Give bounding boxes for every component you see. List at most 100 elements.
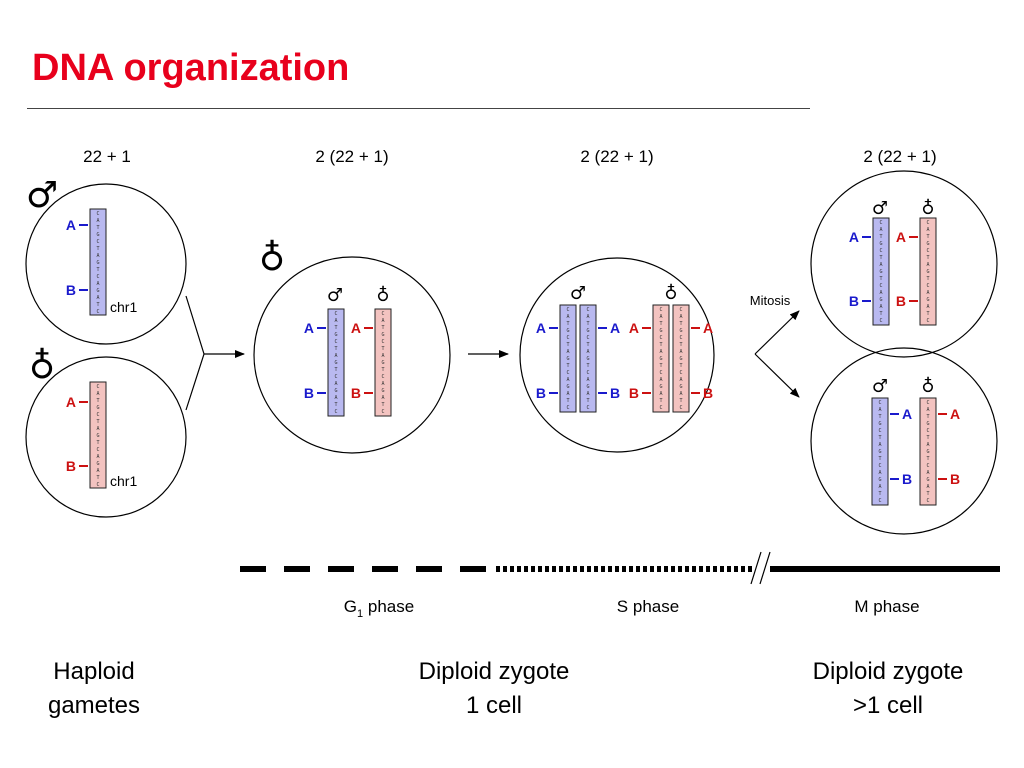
gene-b-label: B — [849, 293, 859, 309]
strand-base-letter: C — [566, 307, 569, 313]
paternal-chromosome — [327, 308, 345, 417]
g1-phase-label: G1 phase — [344, 597, 414, 620]
strand-base-letter: G — [96, 232, 99, 238]
strand-base-letter: G — [926, 421, 929, 427]
strand-base-letter: C — [586, 405, 589, 411]
strand-base-letter: C — [566, 335, 569, 341]
zygote-multi-cell-caption-line1: Diploid zygote — [813, 658, 964, 685]
strand-base-letter: G — [334, 360, 337, 366]
strand-base-letter: G — [878, 449, 881, 455]
strand-base-letter: A — [926, 484, 929, 490]
strand-base-letter: G — [879, 297, 882, 303]
gametes-caption-line2: gametes — [48, 692, 140, 719]
strand-base-letter: C — [679, 405, 682, 411]
strand-base-letter: T — [566, 321, 569, 327]
strand-base-letter: A — [566, 377, 569, 383]
strand-base-letter: C — [566, 370, 569, 376]
strand-base-letter: C — [96, 482, 99, 488]
maternal-chromosome — [89, 381, 107, 489]
paternal-chromosome — [871, 397, 889, 506]
chromosome-label: chr1 — [110, 299, 137, 315]
strand-base-letter: G — [679, 384, 682, 390]
strand-base-letter: C — [96, 211, 99, 217]
strand-base-letter: C — [679, 370, 682, 376]
strand-base-letter: T — [96, 398, 99, 404]
strand-base-letter: C — [96, 412, 99, 418]
strand-base-letter: C — [566, 405, 569, 411]
strand-base-letter: C — [381, 311, 384, 317]
strand-base-letter: T — [926, 456, 929, 462]
strand-base-letter: T — [334, 367, 337, 373]
mitosis-label: Mitosis — [750, 293, 791, 308]
egg-cell — [25, 356, 187, 518]
gene-a-label: A — [610, 320, 620, 336]
strand-base-letter: C — [586, 335, 589, 341]
strand-base-letter: G — [926, 477, 929, 483]
sperm-cell — [25, 183, 187, 345]
female-symbol-icon: ♁ — [921, 198, 934, 219]
strand-base-letter: T — [879, 311, 882, 317]
strand-base-letter: A — [926, 262, 929, 268]
strand-base-letter: G — [586, 328, 589, 334]
strand-base-letter: T — [878, 414, 881, 420]
gene-a-label: A — [536, 320, 546, 336]
strand-base-letter: C — [96, 447, 99, 453]
strand-base-letter: C — [334, 374, 337, 380]
strand-base-letter: T — [926, 435, 929, 441]
strand-base-letter: G — [96, 260, 99, 266]
strand-base-letter: C — [586, 307, 589, 313]
strand-base-letter: A — [586, 314, 589, 320]
strand-base-letter: G — [878, 421, 881, 427]
strand-base-letter: G — [679, 328, 682, 334]
strand-base-letter: A — [926, 227, 929, 233]
strand-base-letter: C — [879, 318, 882, 324]
strand-base-letter: A — [879, 290, 882, 296]
female-symbol-icon: ♁ — [259, 238, 285, 279]
strand-base-letter: A — [679, 391, 682, 397]
strand-base-letter: G — [96, 433, 99, 439]
gene-b-label: B — [902, 471, 912, 487]
strand-base-letter: T — [926, 311, 929, 317]
strand-base-letter: G — [566, 328, 569, 334]
strand-base-letter: G — [334, 388, 337, 394]
strand-base-letter: G — [334, 332, 337, 338]
strand-base-letter: A — [679, 377, 682, 383]
gene-a-label: A — [66, 217, 76, 233]
strand-base-letter: C — [381, 339, 384, 345]
strand-base-letter: G — [586, 356, 589, 362]
strand-base-letter: C — [659, 335, 662, 341]
maternal-sister-chromatid — [672, 304, 690, 413]
strand-base-letter: G — [381, 388, 384, 394]
strand-base-letter: G — [659, 356, 662, 362]
strand-base-letter: C — [679, 335, 682, 341]
strand-base-letter: A — [926, 304, 929, 310]
gene-a-label: A — [304, 320, 314, 336]
strand-base-letter: T — [566, 342, 569, 348]
maternal-sister-chromatid — [652, 304, 670, 413]
m-phase-label: M phase — [854, 597, 919, 616]
strand-base-letter: A — [879, 304, 882, 310]
paternal-sister-chromatid — [579, 304, 597, 413]
strand-base-letter: G — [586, 384, 589, 390]
gene-a-label: A — [950, 406, 960, 422]
strand-base-letter: T — [679, 342, 682, 348]
strand-base-letter: C — [926, 463, 929, 469]
strand-base-letter: A — [96, 281, 99, 287]
strand-base-letter: T — [926, 491, 929, 497]
gene-b-label: B — [66, 282, 76, 298]
male-symbol-icon: ♂ — [327, 285, 343, 306]
strand-base-letter: A — [926, 407, 929, 413]
strand-base-letter: T — [96, 440, 99, 446]
strand-base-letter: T — [334, 402, 337, 408]
strand-base-letter: A — [659, 391, 662, 397]
strand-base-letter: T — [334, 325, 337, 331]
s-phase-label: S phase — [617, 597, 679, 616]
strand-base-letter: G — [679, 356, 682, 362]
strand-base-letter: T — [878, 456, 881, 462]
strand-base-letter: T — [926, 276, 929, 282]
strand-base-letter: T — [586, 321, 589, 327]
slide-title: DNA organization — [32, 47, 350, 89]
mitosis-arrow-down — [754, 353, 800, 398]
gene-b-label: B — [703, 385, 713, 401]
gene-b-label: B — [304, 385, 314, 401]
